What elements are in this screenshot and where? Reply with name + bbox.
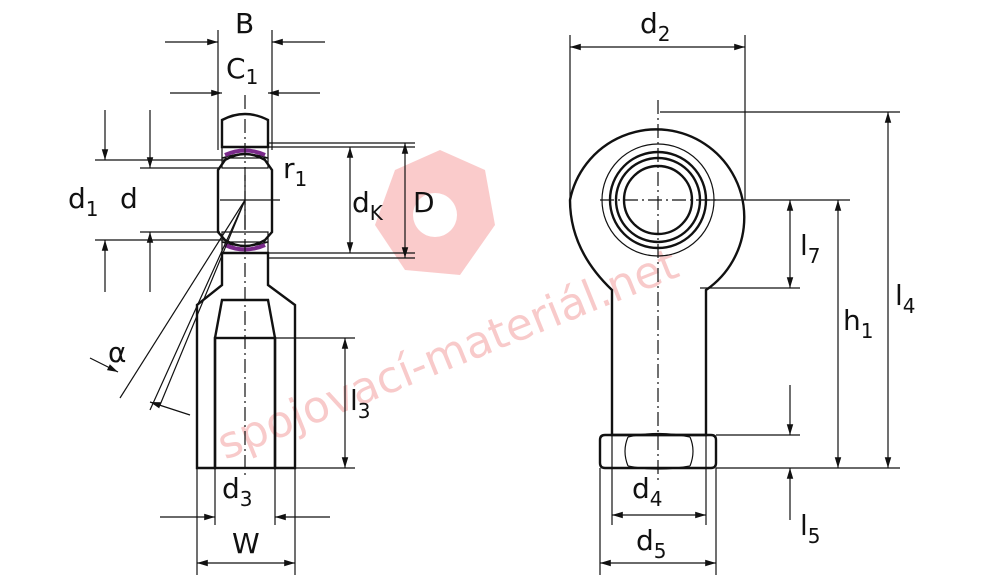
- label-d4: d4: [632, 472, 663, 511]
- label-d3: d3: [222, 472, 253, 511]
- label-l5: l5: [800, 509, 821, 548]
- label-l3: l3: [350, 384, 371, 423]
- label-d2: d2: [640, 7, 671, 46]
- label-d: d: [120, 182, 138, 215]
- right-dimensions: [569, 35, 900, 575]
- label-l4: l4: [895, 279, 916, 318]
- watermark-logo: [375, 150, 495, 275]
- left-dimensions: [95, 30, 415, 575]
- label-alpha: α: [108, 336, 126, 369]
- label-dK: dK: [352, 186, 384, 225]
- label-d5: d5: [636, 524, 667, 563]
- label-r1: r1: [283, 152, 307, 191]
- label-B: B: [235, 7, 254, 40]
- front-view: [568, 100, 746, 480]
- label-D: D: [413, 186, 435, 219]
- label-C1: C1: [226, 52, 258, 89]
- label-d1: d1: [68, 182, 99, 221]
- label-h1: h1: [843, 304, 873, 343]
- label-W: W: [232, 527, 260, 560]
- label-l7: l7: [800, 229, 821, 268]
